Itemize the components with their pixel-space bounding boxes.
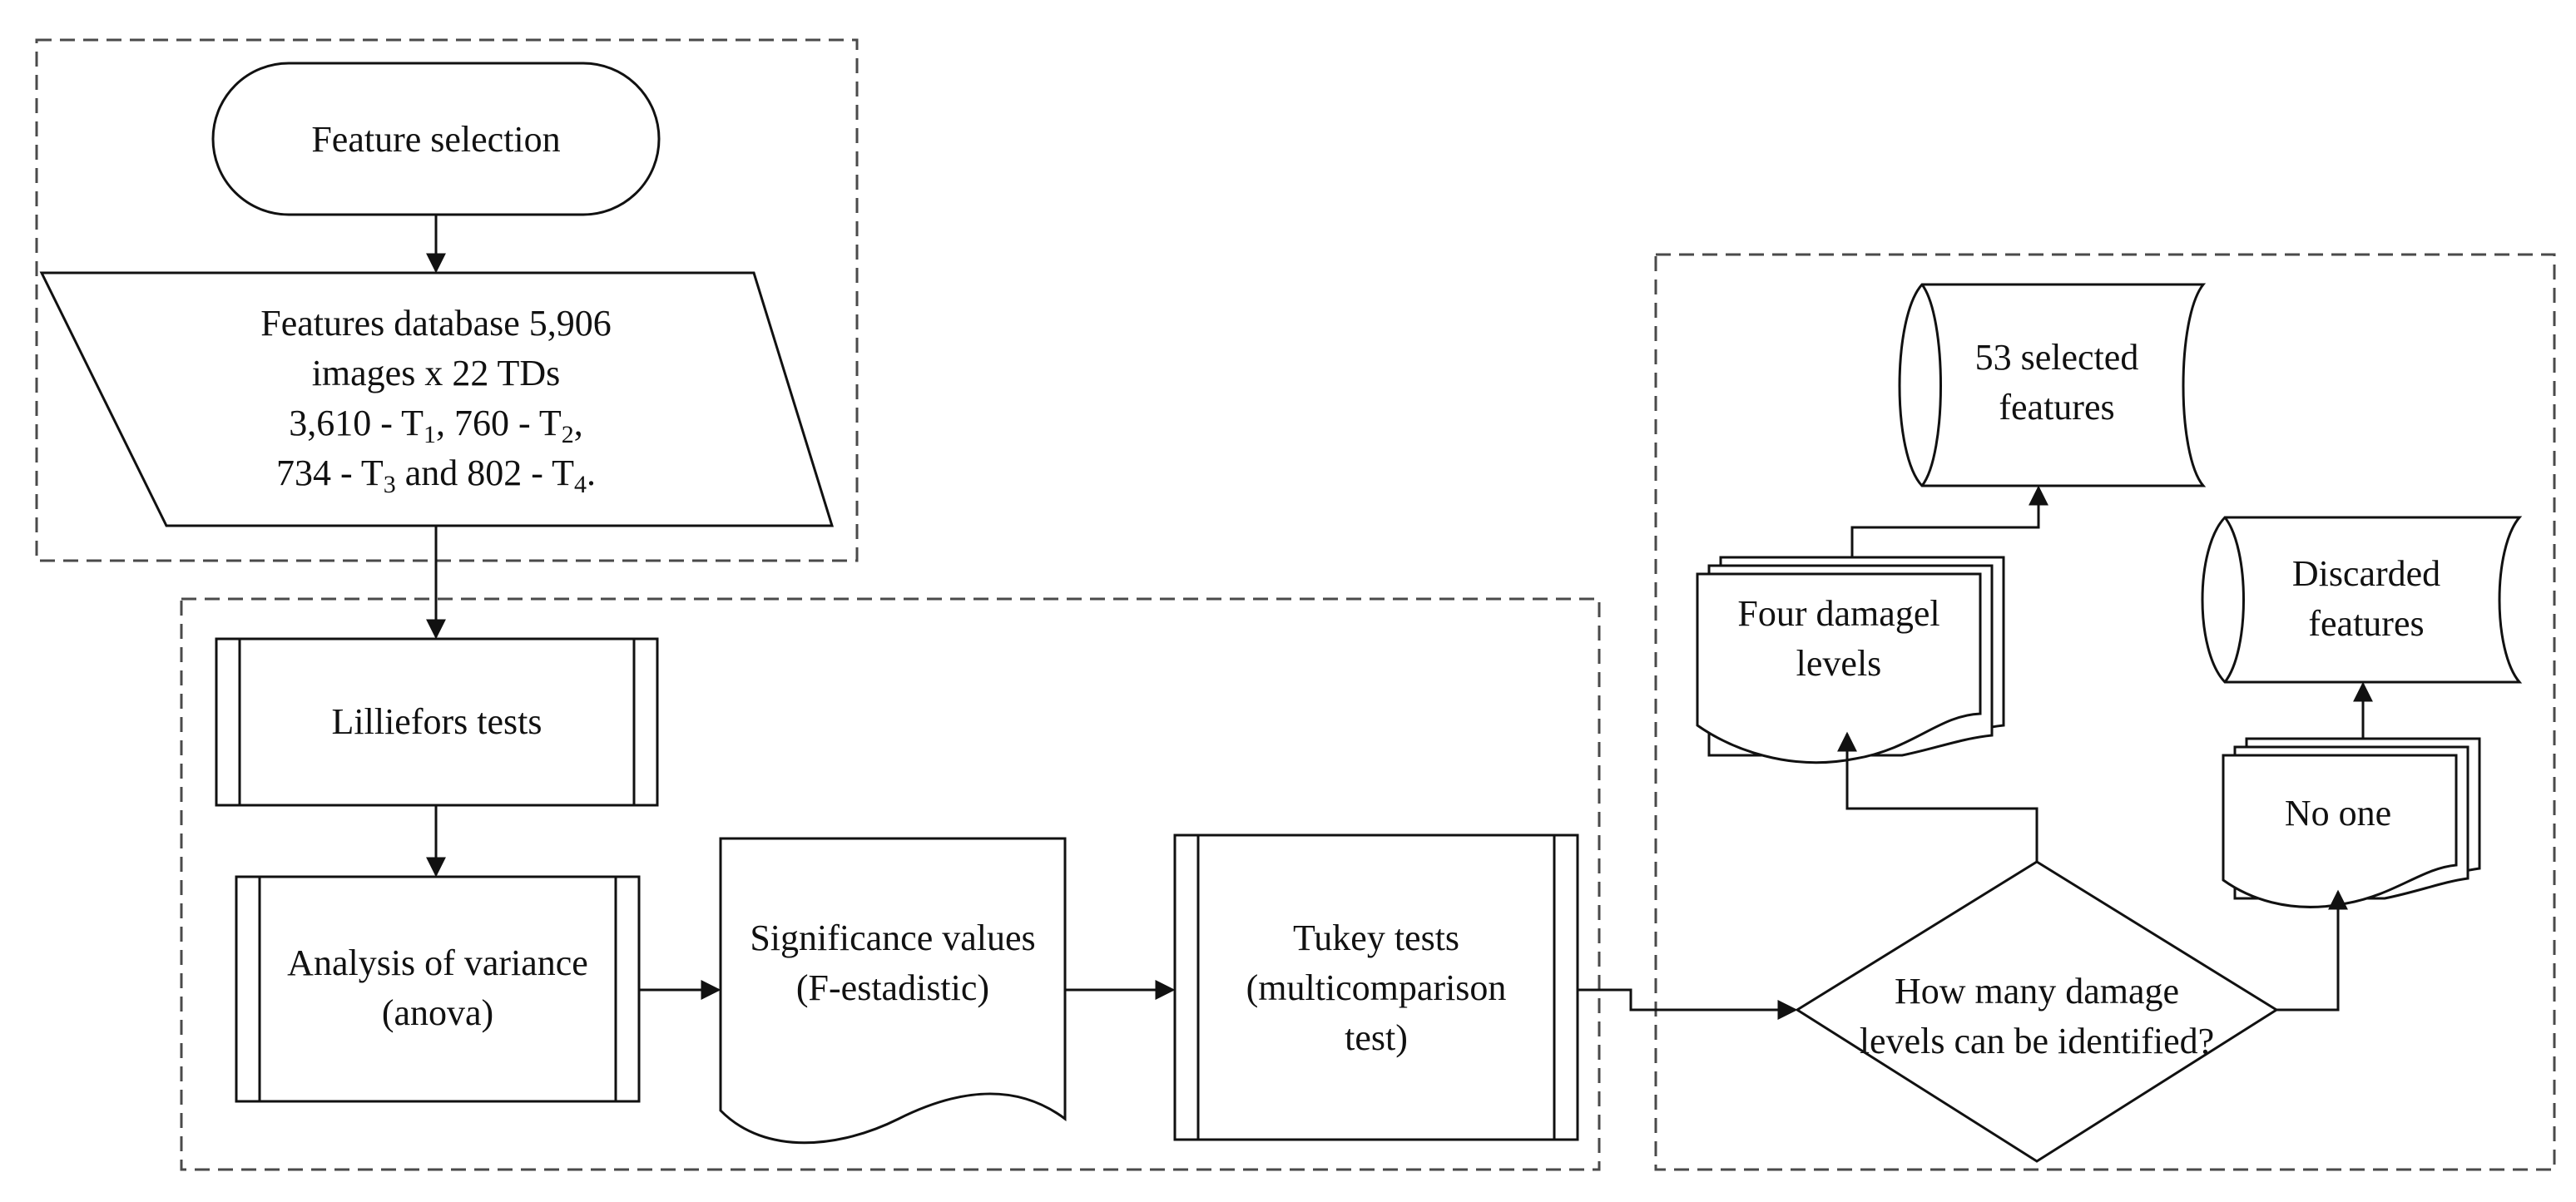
decision-diamond: How many damage levels can be identified… [1795, 860, 2279, 1163]
decision-line-2: levels can be identified? [1860, 1021, 2214, 1061]
tukey-line-3: test) [1345, 1017, 1408, 1058]
start-label: Feature selection [311, 119, 560, 160]
significance-line-2: (F-estadistic) [796, 967, 989, 1008]
significance-document: Significance values (F-estadistic) [719, 837, 1067, 1145]
selected-line-2: features [1999, 387, 2114, 428]
tukey-process: Tukey tests (multicomparison test) [1173, 833, 1579, 1141]
feature-selection-group [35, 38, 859, 562]
statistical-tests-group [180, 597, 1601, 1171]
discarded-line-1: Discarded [2292, 553, 2440, 594]
arrow-decision-to-four-levels [1837, 731, 2039, 862]
database-line-2: images x 22 TDs [312, 353, 561, 393]
anova-process: Analysis of variance (anova) [235, 875, 641, 1103]
no-one-multidocument: No one [2222, 737, 2481, 908]
lilliefors-process: Lilliefors tests [215, 637, 659, 807]
tukey-line-2: (multicomparison [1246, 967, 1507, 1008]
anova-line-1: Analysis of variance [287, 942, 588, 983]
four-levels-line-2: levels [1796, 643, 1882, 684]
start-terminator: Feature selection [211, 62, 661, 216]
selected-line-1: 53 selected [1975, 337, 2139, 378]
four-levels-multidocument: Four damagel levels [1696, 556, 2005, 764]
discarded-line-2: features [2308, 603, 2424, 644]
results-group [1654, 253, 2556, 1171]
database-line-3: 3,610 - T1, 760 - T2, [289, 403, 582, 448]
lilliefors-label: Lilliefors tests [332, 701, 542, 742]
four-levels-line-1: Four damagel [1737, 593, 1939, 634]
arrow-four-levels-to-selected [1850, 485, 2048, 557]
anova-line-2: (anova) [382, 992, 493, 1033]
database-line-4: 734 - T3 and 802 - T4. [276, 453, 596, 498]
decision-line-1: How many damage [1895, 971, 2179, 1012]
database-line-1: Features database 5,906 [260, 303, 612, 344]
tukey-line-1: Tukey tests [1293, 918, 1459, 958]
selected-features-storage: 53 selected features [1898, 283, 2207, 487]
features-database-node: Features database 5,906 images x 22 TDs … [39, 271, 835, 527]
significance-line-1: Significance values [750, 918, 1035, 958]
no-one-label: No one [2285, 793, 2391, 833]
arrow-decision-to-no-one [2276, 889, 2348, 1012]
discarded-features-storage: Discarded features [2201, 516, 2523, 684]
arrow-tukey-to-decision [1578, 988, 1798, 1020]
